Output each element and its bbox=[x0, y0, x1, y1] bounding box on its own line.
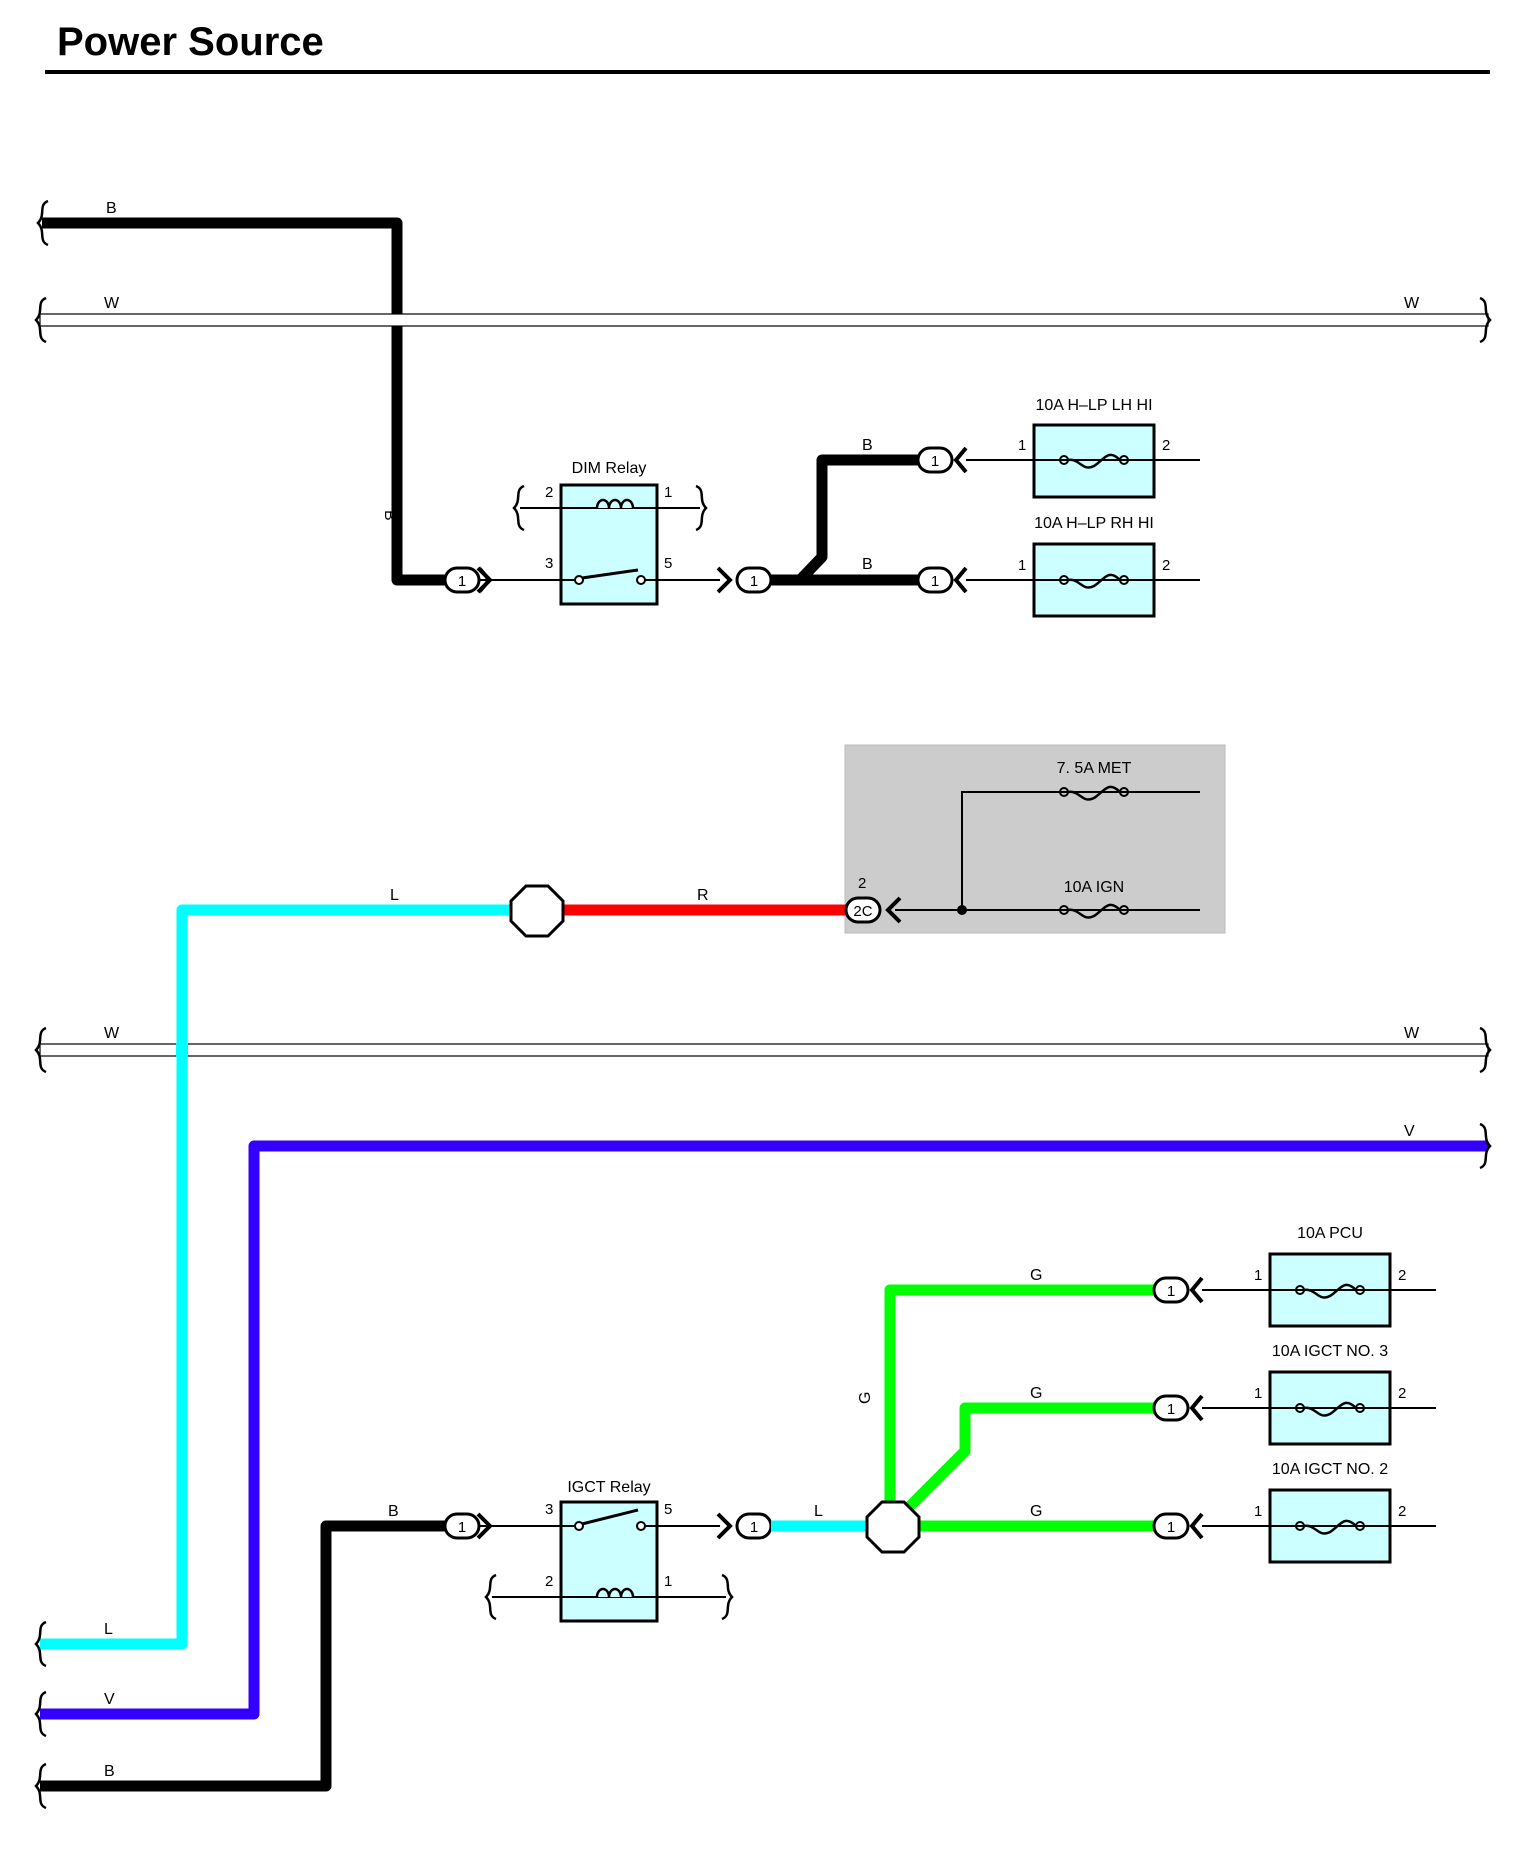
wire-label-l-bottom: L bbox=[104, 1621, 113, 1638]
connector-hlp-rh: 1 bbox=[916, 566, 1034, 594]
connector-igct-in: 1 bbox=[443, 1512, 493, 1540]
fuse-hlp-rh-pin-1: 1 bbox=[1018, 557, 1026, 574]
igct-relay: IGCT Relay 3 5 2 1 bbox=[478, 1479, 734, 1623]
fuse-pcu-label: 10A PCU bbox=[1297, 1225, 1363, 1242]
title-rule bbox=[45, 70, 1490, 74]
connector-dim-in-label: 1 bbox=[458, 573, 466, 590]
dim-relay-pin-5: 5 bbox=[664, 555, 672, 572]
connector-igct3-label: 1 bbox=[1167, 1401, 1175, 1418]
connector-hlp-lh: 1 bbox=[916, 446, 1034, 474]
fuse-ign-label: 10A IGN bbox=[1064, 879, 1124, 896]
connector-igct2-label: 1 bbox=[1167, 1519, 1175, 1536]
fuse-igct-no2: 10A IGCT NO. 2 1 2 bbox=[1254, 1461, 1436, 1564]
wire-label-b-lower: B bbox=[862, 556, 873, 573]
connector-hlp-rh-label: 1 bbox=[931, 573, 939, 590]
wire-label-b: B bbox=[106, 200, 117, 217]
connector-hlp-lh-label: 1 bbox=[931, 453, 939, 470]
junction-block: 7. 5A MET 10A IGN bbox=[844, 744, 1226, 934]
mid-w-wire: W W bbox=[34, 1025, 1492, 1074]
fuse-pcu-pin-2: 2 bbox=[1398, 1267, 1406, 1284]
connector-igct-out: 1 bbox=[716, 1512, 773, 1540]
fuse-hlp-rh-hi: 10A H–LP RH HI 1 2 bbox=[1018, 515, 1200, 618]
connector-dim-in: 1 bbox=[443, 566, 493, 594]
fuse-igct-no3: 10A IGCT NO. 3 1 2 bbox=[1254, 1343, 1436, 1446]
wire-label-l-igct: L bbox=[814, 1503, 823, 1520]
wire-label-r: R bbox=[697, 887, 709, 904]
wire-label-w-left-mid: W bbox=[104, 1025, 120, 1042]
wire-label-g-vertical: G bbox=[857, 1392, 874, 1404]
igct-relay-pin-1: 1 bbox=[664, 1573, 672, 1590]
dim-relay-pin-3: 3 bbox=[545, 555, 553, 572]
wire-label-g-bottom: G bbox=[1030, 1503, 1042, 1520]
relay-coil-icon bbox=[595, 1587, 635, 1598]
dim-relay: DIM Relay 2 1 3 5 bbox=[478, 460, 720, 606]
wire-label-l: L bbox=[390, 887, 399, 904]
wire-label-g-top: G bbox=[1030, 1267, 1042, 1284]
top-w-wire: W W bbox=[34, 295, 1492, 344]
fuse-pcu-pin-1: 1 bbox=[1254, 1267, 1262, 1284]
fuse-hlp-rh-label: 10A H–LP RH HI bbox=[1034, 515, 1154, 532]
wire-label-w-left: W bbox=[104, 295, 120, 312]
dim-b-branches: B B bbox=[771, 437, 920, 586]
igct-relay-pin-3: 3 bbox=[545, 1501, 553, 1518]
connector-dim-out-label: 1 bbox=[750, 573, 758, 590]
fuse-igct3-pin-1: 1 bbox=[1254, 1385, 1262, 1402]
wire-label-b-igct: B bbox=[388, 1503, 399, 1520]
top-b-wire: B B bbox=[36, 199, 445, 586]
fuse-hlp-lh-pin-2: 2 bbox=[1162, 437, 1170, 454]
fuse-igct2-pin-2: 2 bbox=[1398, 1503, 1406, 1520]
splice-icon bbox=[509, 884, 565, 938]
fuse-hlp-lh-label: 10A H–LP LH HI bbox=[1035, 397, 1152, 414]
fuse-igct2-label: 10A IGCT NO. 2 bbox=[1272, 1461, 1388, 1478]
v-wire: V V bbox=[34, 1122, 1492, 1738]
page-header: Power Source bbox=[45, 14, 1490, 74]
connector-igct-in-label: 1 bbox=[458, 1519, 466, 1536]
wire-label-b-bottom: B bbox=[104, 1763, 115, 1780]
wire-label-b-upper: B bbox=[862, 437, 873, 454]
g-wires: G G G G bbox=[857, 1267, 1156, 1532]
fuse-igct3-pin-2: 2 bbox=[1398, 1385, 1406, 1402]
connector-pcu-label: 1 bbox=[1167, 1283, 1175, 1300]
wire-label-w-right-mid: W bbox=[1404, 1025, 1420, 1042]
splice-icon bbox=[865, 1500, 921, 1554]
wire-label-b-vertical: B bbox=[381, 510, 398, 521]
relay-switch-icon bbox=[581, 568, 639, 580]
fuse-hlp-lh-hi: 10A H–LP LH HI 1 2 bbox=[1018, 397, 1200, 499]
dim-relay-pin-2: 2 bbox=[545, 484, 553, 501]
bottom-b-wire: B B bbox=[34, 1503, 445, 1810]
connector-igct2: 1 bbox=[1152, 1512, 1270, 1540]
fuse-igct3-label: 10A IGCT NO. 3 bbox=[1272, 1343, 1388, 1360]
connector-2c: 2C 2 bbox=[844, 875, 902, 924]
wire-label-v-right: V bbox=[1404, 1123, 1415, 1140]
connector-igct-out-label: 1 bbox=[750, 1519, 758, 1536]
wire-label-v-bottom: V bbox=[104, 1691, 115, 1708]
relay-switch-icon bbox=[581, 1508, 639, 1526]
l-wire: L L bbox=[34, 887, 512, 1668]
page-title: Power Source bbox=[57, 20, 324, 64]
r-wire: R bbox=[562, 887, 846, 916]
fuse-igct2-pin-1: 1 bbox=[1254, 1503, 1262, 1520]
igct-relay-label: IGCT Relay bbox=[567, 1479, 650, 1496]
dim-relay-pin-1: 1 bbox=[664, 484, 672, 501]
fuse-hlp-rh-pin-2: 2 bbox=[1162, 557, 1170, 574]
wire-label-w-right: W bbox=[1404, 295, 1420, 312]
igct-relay-pin-2: 2 bbox=[545, 1573, 553, 1590]
wire-label-g-mid: G bbox=[1030, 1385, 1042, 1402]
connector-dim-out: 1 bbox=[716, 566, 773, 594]
connector-2c-label: 2C bbox=[853, 903, 872, 920]
fuse-pcu: 10A PCU 1 2 bbox=[1254, 1225, 1436, 1328]
connector-pcu: 1 bbox=[1152, 1276, 1270, 1304]
fuse-met-label: 7. 5A MET bbox=[1057, 760, 1132, 777]
connector-2c-pin: 2 bbox=[858, 875, 866, 892]
igct-relay-pin-5: 5 bbox=[664, 1501, 672, 1518]
igct-l-wire: L bbox=[771, 1503, 868, 1532]
dim-relay-label: DIM Relay bbox=[572, 460, 647, 477]
relay-coil-icon bbox=[595, 498, 635, 509]
connector-igct3: 1 bbox=[1152, 1394, 1270, 1422]
fuse-hlp-lh-pin-1: 1 bbox=[1018, 437, 1026, 454]
